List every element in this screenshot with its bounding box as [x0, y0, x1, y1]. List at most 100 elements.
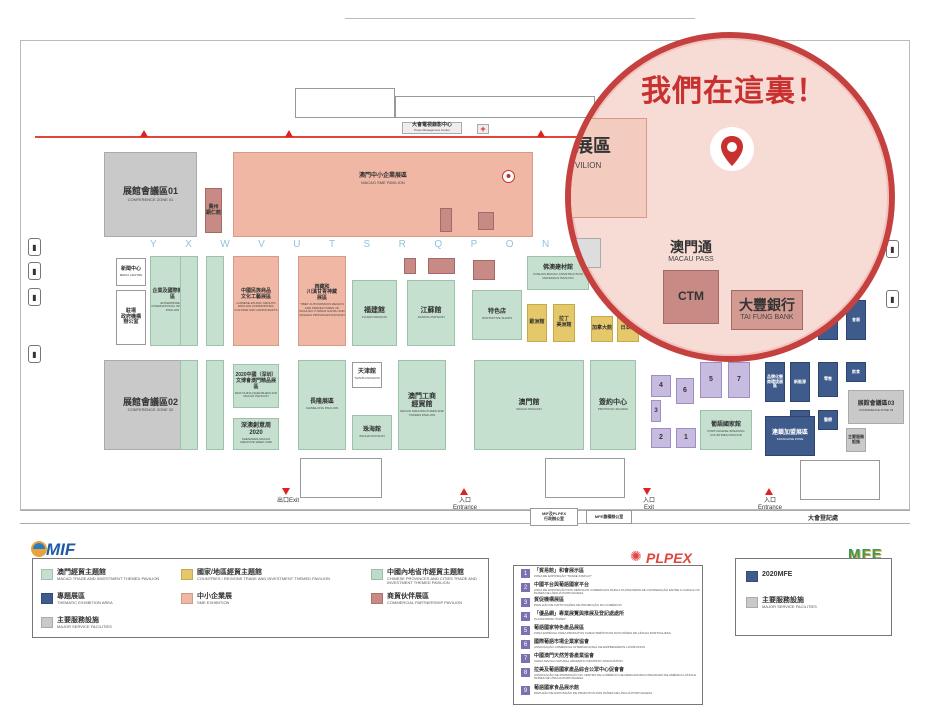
booth-strip[interactable] — [180, 256, 198, 346]
legend-cn: 國家/地區經貿主題館 — [197, 569, 262, 576]
media-centre[interactable]: 新聞中心 MEDIA CENTRE — [116, 258, 146, 286]
shenzhen-2020-pavilion[interactable]: 2020中國（深圳） 文博會澳門精品展區 2020 CHINA (SHENZHE… — [233, 364, 279, 408]
canada-pavilion-cn: 加拿大館 — [592, 325, 613, 332]
conference-zone-01-en: CONFERENCE ZONE 01 — [127, 196, 174, 202]
legend-swatch — [41, 569, 53, 580]
arrow-up-icon — [285, 130, 293, 137]
chimelong-pavilion[interactable]: 長隆展區 CHIMELONG PAVILION — [298, 360, 346, 450]
foshan-pavilion-cn: 佛澳建材館 — [542, 265, 573, 272]
plpex-booth-5[interactable]: 5 — [700, 362, 722, 398]
lower-structure — [545, 458, 625, 498]
plpex-logo-text: PLPEX — [646, 550, 692, 566]
european-pavilion[interactable]: 歐洲館 — [527, 304, 547, 342]
legend-cn: 專題展區 — [57, 593, 85, 600]
plpex-booth-2[interactable]: 2 — [651, 428, 671, 448]
legend-en: CHINESE PROVINCES AND CITIES TRADE AND I… — [387, 575, 477, 586]
tianjin-pavilion[interactable]: 天津館 TIANJIN PAVILION — [352, 362, 382, 388]
conference-zone-01-cn: 展館會議區01 — [122, 186, 178, 197]
creative-week[interactable]: 深澳創意周 2020 SHENZHEN-MACAO CREATIVE WEEK … — [233, 418, 279, 450]
legend-en: PAVILHÃO DE INSTITUIÇÕES DE PROMOÇÃO DO … — [534, 602, 622, 607]
macau-pass-booth[interactable]: 澳門通 MACAU PASS — [663, 234, 719, 270]
mfe-office[interactable]: MFE籌備辦公室 — [586, 510, 632, 524]
entrance-label: 入口 Entrance — [745, 498, 795, 511]
legend-cn: 2020MFE — [762, 571, 793, 578]
mfe-booth[interactable]: 品牌化營商環境展區 — [765, 362, 785, 402]
franchise-zone-cn: 連鎖加盟展區 — [771, 430, 808, 437]
ctm-booth[interactable]: CTM — [663, 270, 719, 324]
macao-mfg-pavilion[interactable]: 澳門工商 經貿館 MACAO MANUFACTURES AND TRADES P… — [398, 360, 446, 450]
legend-en: MAJOR SERVICE FACILITIES — [762, 603, 817, 609]
legend-cn: 澳門經貿主題館 — [57, 569, 106, 576]
sme-sub-booth[interactable] — [440, 208, 452, 232]
registration-counter-cn: 大會登記處 — [807, 515, 838, 522]
bottom-corridor — [20, 510, 910, 524]
mfe-booth-label: 新能源 — [794, 378, 806, 384]
mif-logo: MIF — [30, 540, 100, 559]
plpex-booth-3[interactable]: 3 — [651, 400, 661, 422]
legend-number: 6 — [521, 640, 530, 649]
row-letter: X — [185, 239, 192, 250]
guizhou-pavilion[interactable]: 貴州 銅仁館 — [205, 188, 222, 233]
conference-zone-03[interactable]: 展館會議區03 CONFERENCE ZONE 03 — [848, 390, 904, 424]
hall-outline — [20, 40, 910, 510]
exit-label-en: Exit — [643, 504, 654, 511]
creative-week-cn: 深澳創意周 2020 — [240, 423, 271, 436]
conference-zone-01[interactable]: 展館會議區01 CONFERENCE ZONE 01 — [104, 152, 197, 237]
partner-booth[interactable] — [473, 260, 495, 280]
plpex-booth-1[interactable]: 1 — [676, 428, 696, 448]
partner-booth[interactable] — [428, 258, 455, 274]
booth-number: 1 — [684, 433, 688, 441]
distinctive-shops[interactable]: 特色店 DISTINCTIVE SHOPS — [472, 290, 522, 340]
service-facility[interactable]: 主要服務設施 — [846, 428, 866, 452]
mfe-booth[interactable]: 零售 — [818, 362, 838, 397]
sichuan-pavilion[interactable]: 西藏和 川滇甘青神藏 展區 TIBET AUTONOMOUS REGION AN… — [298, 256, 346, 346]
organiser-office[interactable]: MIF及PLPEX 行政辦公室 — [530, 508, 578, 526]
row-letter: R — [398, 239, 406, 250]
conference-zone-02-en: CONFERENCE ZONE 02 — [127, 407, 174, 413]
legend-number: 2 — [521, 583, 530, 592]
legend-en: PAVILHÃO DE EXPOSIÇÃO DE PRODUTOS DOS PA… — [534, 690, 653, 695]
legend-swatch — [181, 593, 193, 604]
protocol-signing[interactable]: 簽約中心 PROTOCOL SIGNING — [590, 360, 636, 450]
franchise-zone[interactable]: 連鎖加盟展區 FRANCHISE ZONE — [765, 416, 815, 456]
entrance-label: 入口 Entrance — [440, 498, 490, 511]
mfe-booth[interactable]: 醫療 — [818, 410, 838, 430]
pt-countries-pavilion[interactable]: 葡語國家館 PORTUGUESE-SPEAKING COUNTRIES PAVI… — [700, 410, 752, 450]
canada-pavilion[interactable]: 加拿大館 — [591, 316, 613, 342]
macao-pavilion[interactable]: 澳門館 MACAO PAVILION — [474, 360, 584, 450]
fujian-pavilion[interactable]: 福建館 FUJIAN PAVILION — [352, 280, 397, 346]
booth-strip[interactable] — [206, 256, 224, 346]
organiser-office-cn: MIF及PLPEX 行政辦公室 — [541, 511, 566, 521]
mfe-booth[interactable]: 新能源 — [790, 362, 810, 402]
legend-swatch — [181, 569, 193, 580]
entrance-label-cn: 入口 — [763, 498, 776, 504]
plpex-booth-7[interactable]: 7 — [728, 362, 750, 398]
mfe-booth-label: 醫療 — [824, 416, 832, 422]
plpex-logo: ✺ PLPEX — [630, 548, 710, 566]
mfe-booth[interactable]: 飲食 — [846, 362, 866, 382]
protocol-signing-en: PROTOCOL SIGNING — [597, 406, 629, 411]
legend-cn: 葡語國家特色產品展區 — [534, 625, 585, 631]
ethnic-pavilion[interactable]: 中國民族商品 文化工藝展區 CHINESE ETHNIC GROUPS PAVI… — [233, 256, 279, 346]
booth-strip[interactable] — [206, 360, 224, 450]
plpex-booth-6[interactable]: 6 — [676, 378, 694, 404]
zhuhai-pavilion[interactable]: 珠海館 ZHUHAI PAVILION — [352, 415, 392, 450]
latin-pavilion[interactable]: 拉丁 美洲館 — [553, 304, 575, 342]
escalator-icon: ▮ — [28, 288, 41, 306]
sme-sub-booth[interactable] — [478, 212, 494, 230]
booth-strip[interactable] — [180, 360, 198, 450]
row-letter: P — [470, 239, 478, 250]
tai-fung-bank-booth[interactable]: 大豐銀行 TAI FUNG BANK — [731, 290, 803, 330]
registration-counter[interactable]: 大會登記處 — [793, 512, 853, 526]
plpex-booth-4[interactable]: 4 — [651, 375, 671, 397]
gov-office[interactable]: 駐場 政府機構 辦公室 — [116, 290, 146, 345]
legend-en: THEMATIC EXHIBITION AREA — [57, 599, 113, 605]
exit-label: 出口Exit — [263, 498, 313, 505]
mfe-booth[interactable]: 會展 — [846, 300, 866, 340]
jiangsu-pavilion[interactable]: 江蘇館 JIANGSU PAVILION — [407, 280, 455, 346]
partner-booth[interactable] — [404, 258, 416, 274]
legend-en: MAJOR SERVICE FACILITIES — [57, 623, 112, 629]
row-letter: V — [258, 239, 265, 250]
